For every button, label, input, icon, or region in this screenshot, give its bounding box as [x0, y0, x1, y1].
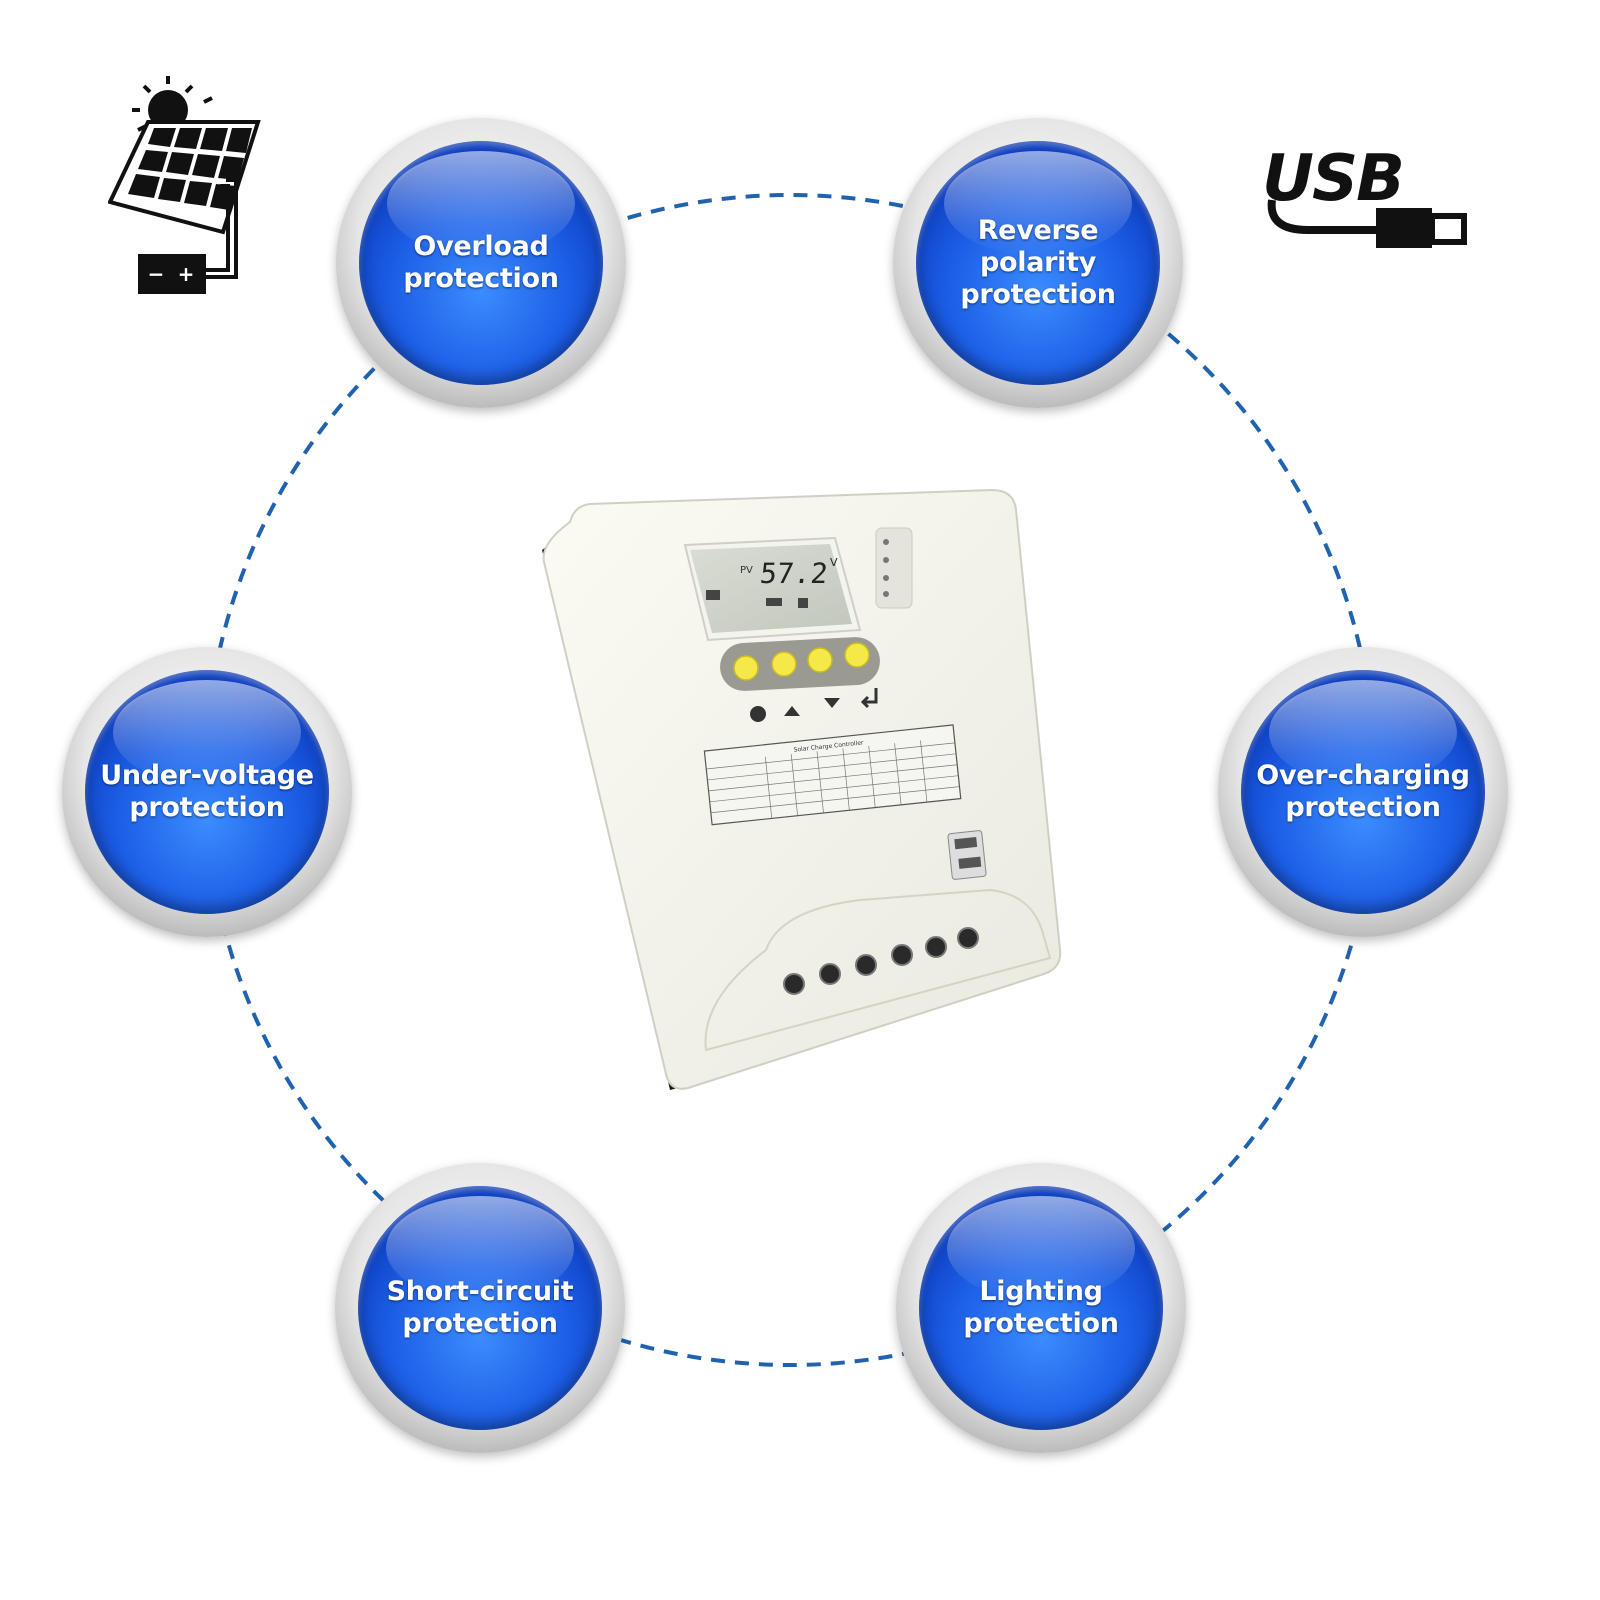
badge-title: Over-charging: [1256, 760, 1470, 791]
badge-subtitle: protection: [960, 279, 1116, 310]
charge-controller-device: PV 57.2 V Solar Charge Controller: [542, 488, 1062, 1090]
badge-title: Under-voltage: [100, 760, 314, 791]
lcd-reading: 57.2: [758, 557, 829, 590]
up-arrow-icon: [784, 706, 800, 716]
short-circuit-protection-badge: Short-circuit protection: [335, 1163, 625, 1453]
enter-button: [844, 642, 870, 668]
down-button: [807, 647, 833, 673]
badge-subtitle: protection: [1285, 792, 1441, 823]
badge-title: Overload: [413, 231, 549, 262]
badge-title: Reverse polarity: [977, 215, 1099, 278]
badge-subtitle: protection: [403, 263, 559, 294]
lcd-label: PV: [740, 565, 753, 576]
reverse-polarity-protection-badge: Reverse polarity protection: [893, 118, 1183, 408]
lcd-unit: V: [830, 556, 838, 569]
badge-title: Lighting: [979, 1276, 1103, 1307]
badge-title: Short-circuit: [386, 1276, 574, 1307]
over-charging-protection-badge: Over-charging protection: [1218, 647, 1508, 937]
overload-protection-badge: Overload protection: [336, 118, 626, 408]
under-voltage-protection-badge: Under-voltage protection: [62, 647, 352, 937]
enter-icon: [860, 688, 878, 709]
badge-subtitle: protection: [402, 1308, 558, 1339]
up-button: [771, 651, 797, 677]
badge-subtitle: protection: [963, 1308, 1119, 1339]
gear-button: [733, 655, 759, 681]
usb-text: USB: [1262, 142, 1403, 216]
down-arrow-icon: [824, 698, 840, 708]
gear-icon: [750, 706, 766, 722]
solar-panel-icon: − +: [108, 76, 261, 294]
battery-icon: − +: [138, 254, 206, 294]
lighting-protection-badge: Lighting protection: [896, 1163, 1186, 1453]
usb-icon: USB: [1262, 142, 1467, 248]
badge-subtitle: protection: [129, 792, 285, 823]
svg-text:−: −: [148, 262, 165, 286]
svg-text:+: +: [178, 262, 195, 286]
